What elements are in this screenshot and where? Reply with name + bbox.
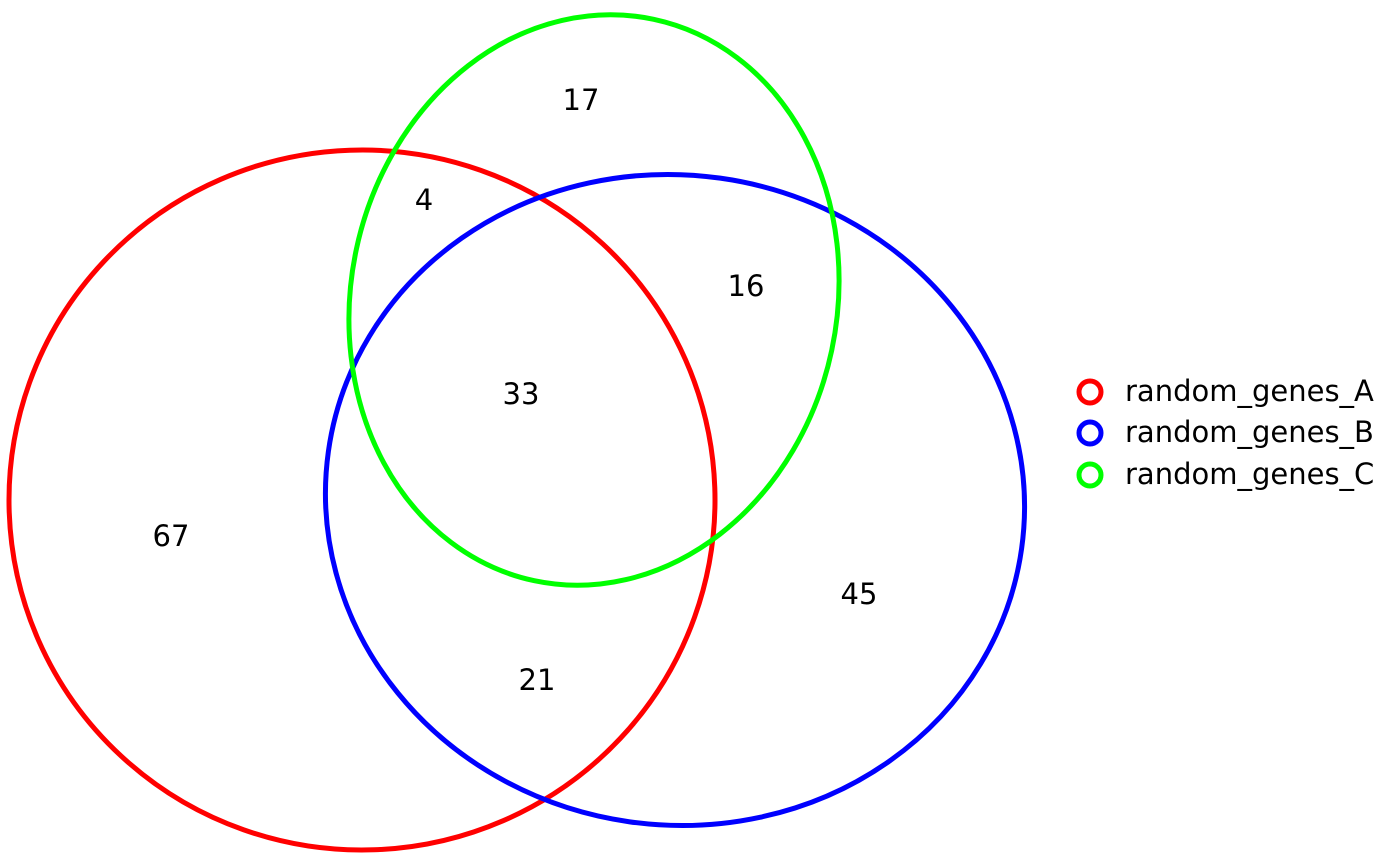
region-c-only: 17 bbox=[563, 83, 600, 117]
region-a-b-c: 33 bbox=[503, 377, 540, 411]
legend-marker-c bbox=[1076, 461, 1104, 489]
set-c-ellipse bbox=[346, 12, 842, 588]
legend-label-c: random_genes_C bbox=[1125, 457, 1374, 491]
legend-label-a: random_genes_A bbox=[1125, 374, 1374, 408]
region-a-c: 4 bbox=[415, 183, 433, 217]
region-a-b: 21 bbox=[519, 663, 556, 697]
legend: random_genes_A random_genes_B random_gen… bbox=[1076, 374, 1374, 491]
set-a-ellipse bbox=[6, 147, 718, 853]
region-a-only: 67 bbox=[153, 519, 190, 553]
region-b-c: 16 bbox=[728, 269, 765, 303]
region-b-only: 45 bbox=[841, 577, 878, 611]
set-b-ellipse bbox=[322, 171, 1028, 829]
legend-marker-a bbox=[1076, 378, 1104, 406]
legend-marker-b bbox=[1076, 419, 1104, 447]
legend-label-b: random_genes_B bbox=[1125, 415, 1374, 449]
